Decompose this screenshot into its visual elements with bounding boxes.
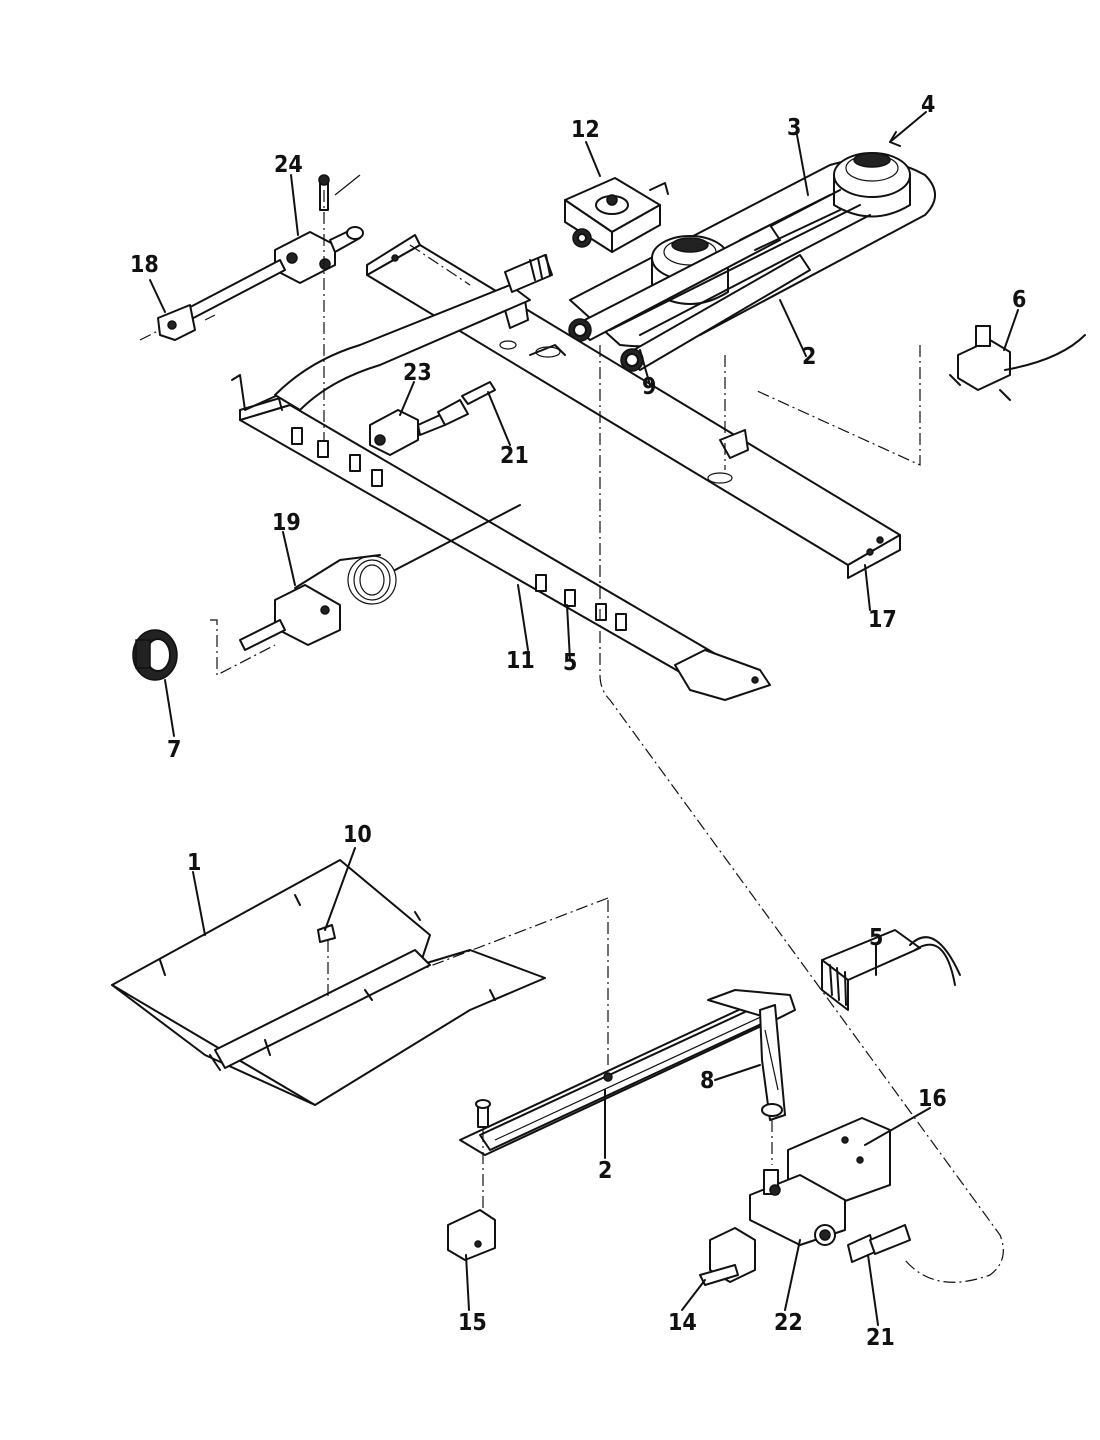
callout-5-top: 5 — [563, 650, 577, 676]
assembly-lines — [139, 174, 1004, 1283]
igniter-block — [564, 177, 669, 253]
callout-7: 7 — [167, 737, 181, 763]
callout-4: 4 — [921, 92, 935, 118]
callout-leaders — [149, 111, 1019, 1326]
callout-12: 12 — [571, 117, 600, 143]
ignition-part-6 — [949, 325, 1086, 401]
callout-24: 24 — [274, 152, 303, 178]
safety-valve-assembly — [699, 1117, 911, 1286]
burner-bracket-15 — [447, 1099, 496, 1261]
callout-22: 22 — [774, 1310, 803, 1336]
callout-11: 11 — [506, 648, 535, 674]
gas-manifold-pipe — [231, 254, 771, 701]
callout-numbers: 24 18 12 3 4 2 6 9 23 21 19 11 5 17 7 1 … — [130, 92, 1026, 1351]
gas-valve-24 — [157, 174, 364, 341]
callout-8: 8 — [700, 1068, 714, 1094]
oven-thermostat — [239, 504, 521, 651]
callout-21-top: 21 — [500, 443, 529, 469]
callout-16: 16 — [918, 1086, 947, 1112]
callout-18: 18 — [130, 252, 159, 278]
manifold-bracket — [366, 234, 901, 579]
callout-6: 6 — [1012, 287, 1026, 313]
callout-2-top: 2 — [802, 344, 816, 370]
callout-3: 3 — [787, 115, 801, 141]
callout-17: 17 — [868, 607, 897, 633]
callout-14: 14 — [668, 1310, 697, 1336]
oven-baffle — [111, 859, 546, 1106]
callout-23: 23 — [403, 360, 432, 386]
control-knob — [132, 629, 178, 681]
callout-5-bottom: 5 — [869, 925, 883, 951]
oven-igniter — [821, 929, 961, 1011]
callout-9: 9 — [642, 374, 656, 400]
callout-15: 15 — [458, 1310, 487, 1336]
callout-1: 1 — [187, 850, 201, 876]
oven-burner — [459, 989, 796, 1156]
burner-tray-assembly — [568, 152, 936, 372]
callout-2-bottom: 2 — [598, 1158, 612, 1184]
callout-19: 19 — [272, 510, 301, 536]
callout-21-bottom: 21 — [866, 1325, 895, 1351]
regulator-23 — [369, 381, 496, 456]
callout-10: 10 — [343, 822, 372, 848]
